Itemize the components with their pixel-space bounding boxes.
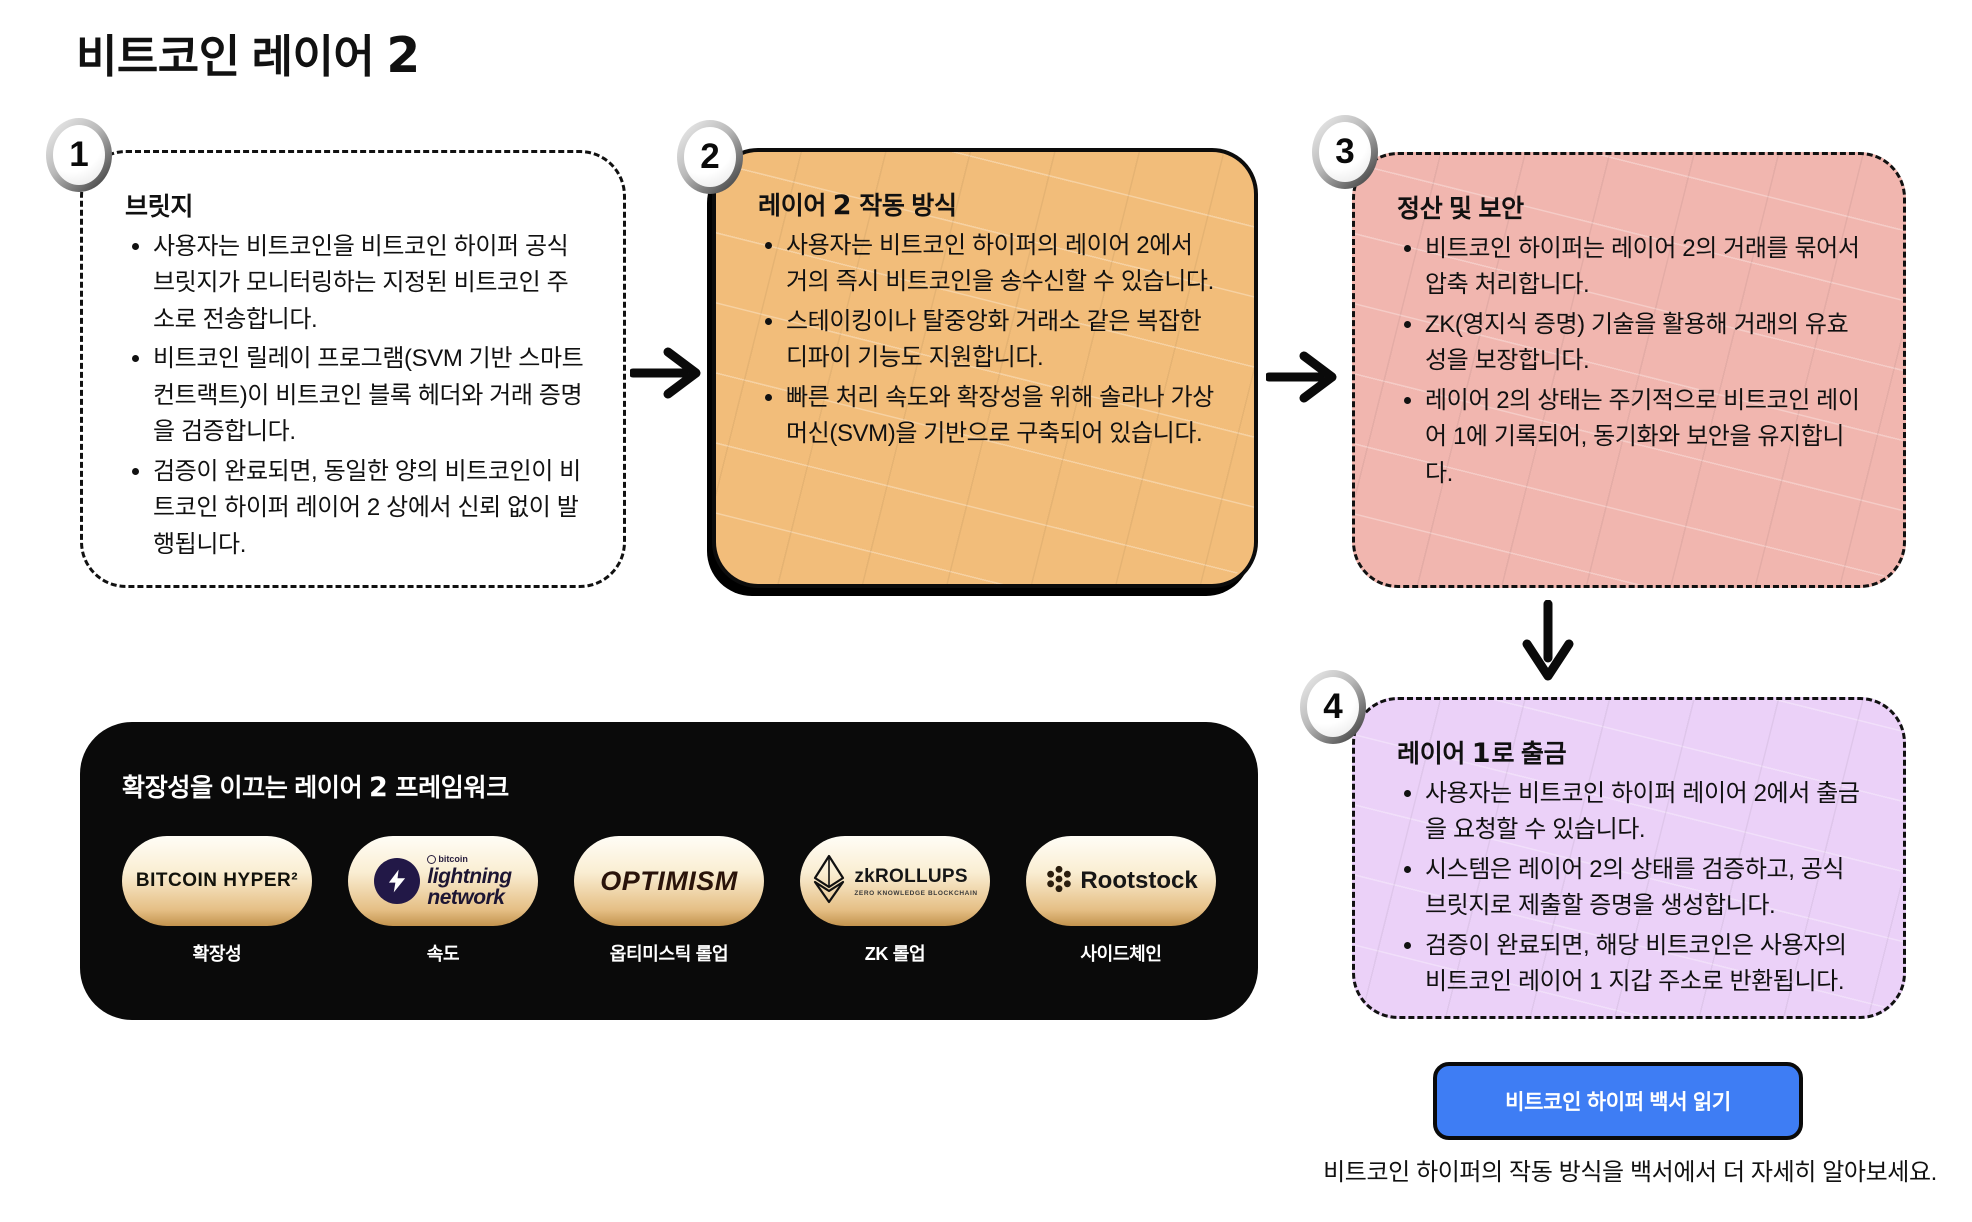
zkrollups-subtext: ZERO KNOWLEDGE BLOCKCHAIN (854, 889, 978, 897)
flow-arrow-right-icon (1266, 348, 1346, 406)
step-heading-number: 2 (832, 190, 853, 221)
optimism-wordmark: OPTIMISM (600, 865, 738, 896)
lightning-bolt-icon (374, 858, 421, 904)
pill-caption: 사이드체인 (1080, 944, 1162, 964)
step-box-withdraw-layer1: 레이어 1로 출금 사용자는 비트코인 하이퍼 레이어 2에서 출금을 요청할 … (1352, 697, 1906, 1019)
pill-caption: 옵티미스틱 롤업 (609, 944, 729, 964)
bullet-item: 시스템은 레이어 2의 상태를 검증하고, 공식 브릿지로 제출할 증명을 생성… (1425, 852, 1867, 925)
zkrollups-wordmark: zkROLLUPS (854, 865, 968, 887)
step-box-bridge: 브릿지 사용자는 비트코인을 비트코인 하이퍼 공식 브릿지가 모니터링하는 지… (80, 150, 626, 588)
step-heading-text: 로 출금 (1491, 740, 1567, 768)
logo-pill-bitcoin-hyper: BITCOIN HYPER² (122, 836, 312, 926)
step-heading-number: 1 (1471, 738, 1492, 769)
step-number: 3 (1319, 122, 1371, 182)
step-number-badge: 4 (1300, 670, 1366, 744)
step-heading-text: 레이어 (1397, 740, 1472, 768)
step-box-settlement-security: 정산 및 보안 비트코인 하이퍼는 레이어 2의 거래를 묶어서 압축 처리합니… (1352, 152, 1906, 588)
bullet-item: 검증이 완료되면, 해당 비트코인은 사용자의 비트코인 레이어 1 지갑 주소… (1425, 928, 1867, 1001)
bullet-item: 사용자는 비트코인 하이퍼 레이어 2에서 출금을 요청할 수 있습니다. (1425, 776, 1867, 849)
bitcoin-hyper-wordmark: BITCOIN HYPER² (135, 870, 299, 891)
step-heading-text: 작동 방식 (852, 192, 957, 220)
logo-pill-optimism: OPTIMISM (574, 836, 764, 926)
flow-arrow-down-icon (1518, 600, 1578, 692)
page-title: 비트코인 레이어 2 (76, 20, 421, 85)
framework-panel: 확장성을 이끄는 레이어 2 프레임워크 BITCOIN HYPER² bitc… (80, 722, 1258, 1020)
logo-pill-lightning-network: bitcoin lightning network (348, 836, 538, 926)
lightning-network-wordmark: network (427, 885, 505, 909)
eth-diamond-icon (812, 854, 846, 909)
framework-heading-text: 프레임워크 (388, 774, 509, 802)
step-number-badge: 2 (677, 120, 743, 194)
step-number: 4 (1307, 677, 1359, 737)
bullet-item: 비트코인 하이퍼는 레이어 2의 거래를 묶어서 압축 처리합니다. (1425, 231, 1867, 304)
lightning-network-wordmark: lightning (427, 864, 512, 888)
bullet-item: 스테이킹이나 탈중앙화 거래소 같은 복잡한 디파이 기능도 지원합니다. (786, 304, 1218, 377)
step-heading: 레이어 1로 출금 (1397, 734, 1867, 770)
rootstock-flower-icon (1044, 864, 1074, 899)
page-title-text: 비트코인 레이어 (76, 31, 387, 82)
step-heading: 브릿지 (125, 193, 194, 221)
bitcoin-mark-icon: bitcoin (427, 854, 511, 864)
bullet-item: 사용자는 비트코인을 비트코인 하이퍼 공식 브릿지가 모니터링하는 지정된 비… (153, 229, 587, 338)
framework-heading-text: 확장성을 이끄는 레이어 (122, 774, 369, 802)
rootstock-wordmark: Rootstock (1080, 867, 1198, 894)
step-heading: 레이어 2 작동 방식 (758, 186, 1218, 222)
bullet-item: 레이어 2의 상태는 주기적으로 비트코인 레이어 1에 기록되어, 동기화와 … (1425, 383, 1867, 492)
bullet-list: 사용자는 비트코인 하이퍼의 레이어 2에서 거의 즉시 비트코인을 송수신할 … (756, 228, 1218, 453)
pill-caption: 확장성 (192, 944, 242, 964)
step-number: 2 (684, 127, 736, 187)
bullet-item: ZK(영지식 증명) 기술을 활용해 거래의 유효성을 보장합니다. (1425, 307, 1867, 380)
page-title-number: 2 (386, 28, 422, 84)
bullet-list: 사용자는 비트코인을 비트코인 하이퍼 공식 브릿지가 모니터링하는 지정된 비… (123, 229, 587, 563)
step-number-badge: 3 (1312, 115, 1378, 189)
step-box-layer2-operation: 레이어 2 작동 방식 사용자는 비트코인 하이퍼의 레이어 2에서 거의 즉시… (712, 148, 1258, 588)
bullet-item: 비트코인 릴레이 프로그램(SVM 기반 스마트 컨트랙트)이 비트코인 블록 … (153, 341, 587, 450)
logo-pill-rootstock: Rootstock (1026, 836, 1216, 926)
framework-heading-number: 2 (368, 772, 389, 803)
cta-caption: 비트코인 하이퍼의 작동 방식을 백서에서 더 자세히 알아보세요. (1323, 1159, 1937, 1186)
whitepaper-button[interactable]: 비트코인 하이퍼 백서 읽기 (1433, 1062, 1803, 1140)
bullet-list: 사용자는 비트코인 하이퍼 레이어 2에서 출금을 요청할 수 있습니다.시스템… (1395, 776, 1867, 1001)
step-number-badge: 1 (46, 118, 112, 192)
bullet-item: 빠른 처리 속도와 확장성을 위해 솔라나 가상머신(SVM)을 기반으로 구축… (786, 380, 1218, 453)
pill-caption: 속도 (426, 944, 460, 964)
logo-pill-zkrollups: zkROLLUPS ZERO KNOWLEDGE BLOCKCHAIN (800, 836, 990, 926)
step-number: 1 (53, 125, 105, 185)
flow-arrow-right-icon (630, 344, 710, 402)
bullet-item: 사용자는 비트코인 하이퍼의 레이어 2에서 거의 즉시 비트코인을 송수신할 … (786, 228, 1218, 301)
framework-panel-heading: 확장성을 이끄는 레이어 2 프레임워크 (122, 768, 509, 804)
bullet-list: 비트코인 하이퍼는 레이어 2의 거래를 묶어서 압축 처리합니다.ZK(영지식… (1395, 231, 1867, 492)
bullet-item: 검증이 완료되면, 동일한 양의 비트코인이 비트코인 하이퍼 레이어 2 상에… (153, 454, 587, 563)
pill-caption: ZK 롤업 (864, 944, 926, 964)
step-heading-text: 레이어 (758, 192, 833, 220)
step-heading: 정산 및 보안 (1397, 195, 1524, 223)
